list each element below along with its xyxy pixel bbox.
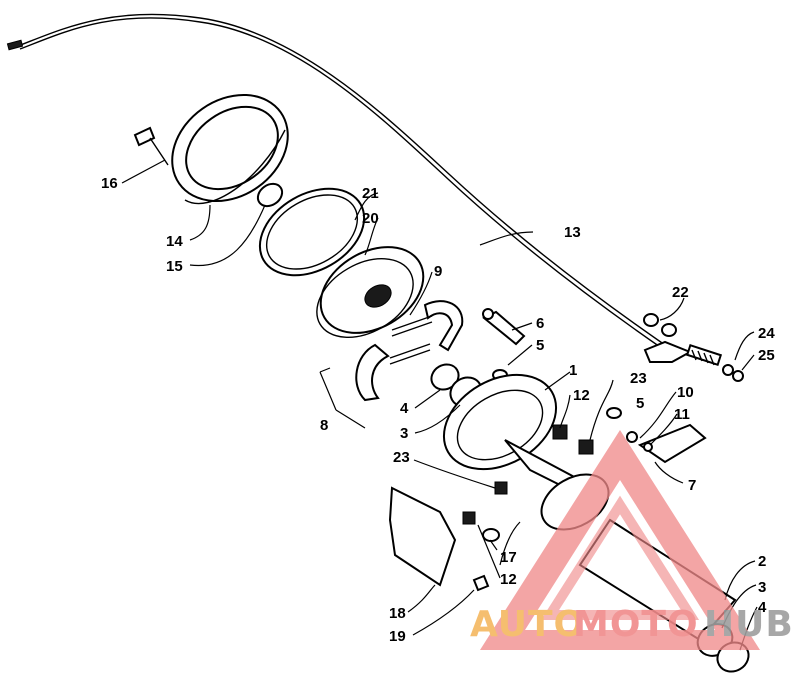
brake-lever <box>626 423 707 464</box>
label-10: 10 <box>677 384 694 401</box>
label-14: 14 <box>166 233 183 250</box>
cable-nuts <box>643 313 677 337</box>
bolt-16 <box>133 126 169 166</box>
bolt-23a <box>578 439 594 455</box>
cable-pin <box>732 370 744 382</box>
bolt-23b <box>494 481 508 495</box>
label-5a: 5 <box>536 337 544 354</box>
label-16: 16 <box>101 175 118 192</box>
bolt-12a <box>552 424 568 440</box>
washer-17 <box>482 528 500 542</box>
cable-spring <box>685 344 723 366</box>
watermark-text-moto: MOTO <box>573 604 699 645</box>
label-24: 24 <box>758 325 775 342</box>
label-20: 20 <box>362 210 379 227</box>
label-2: 2 <box>758 553 766 570</box>
guard-plate-18 <box>388 486 457 587</box>
label-5b: 5 <box>636 395 644 412</box>
label-11: 11 <box>674 406 690 423</box>
label-19: 19 <box>389 628 406 645</box>
cable-end-fitting <box>6 39 24 51</box>
label-22: 22 <box>672 284 689 301</box>
seal-15 <box>256 182 284 208</box>
label-21: 21 <box>362 185 379 202</box>
label-18: 18 <box>389 605 406 622</box>
watermark: AUTO MOTO HUB <box>470 430 794 650</box>
cable-nut <box>722 364 734 376</box>
label-1: 1 <box>569 362 577 379</box>
brake-cam <box>482 308 526 346</box>
label-7: 7 <box>688 477 696 494</box>
label-13: 13 <box>564 224 581 241</box>
label-25: 25 <box>758 347 775 364</box>
label-8: 8 <box>320 417 328 434</box>
brake-shoes <box>355 300 464 402</box>
brake-drum <box>316 246 425 338</box>
watermark-text-hub: HUB <box>704 604 794 645</box>
label-12b: 12 <box>500 571 517 588</box>
label-3a: 3 <box>400 425 408 442</box>
label-23a: 23 <box>630 370 647 387</box>
brake-cable <box>6 13 744 382</box>
screw-19 <box>472 574 490 592</box>
label-3b: 3 <box>758 579 766 596</box>
bolt-12b <box>462 511 476 525</box>
label-15: 15 <box>166 258 183 275</box>
drum-cover <box>171 93 289 205</box>
watermark-text-auto: AUTO <box>470 604 585 645</box>
watermark-triangle <box>480 430 760 650</box>
label-6: 6 <box>536 315 544 332</box>
label-4a: 4 <box>400 400 409 417</box>
label-4b: 4 <box>758 599 767 616</box>
washer-5b <box>606 407 622 419</box>
cable-bracket <box>643 340 693 363</box>
label-9: 9 <box>434 263 442 280</box>
label-23b: 23 <box>393 449 410 466</box>
gasket-21 <box>258 187 366 277</box>
label-12a: 12 <box>573 387 590 404</box>
label-17: 17 <box>500 549 517 566</box>
part-labels: 1 2 3 3 4 4 5 5 6 7 8 9 10 11 12 12 13 1… <box>101 175 775 645</box>
